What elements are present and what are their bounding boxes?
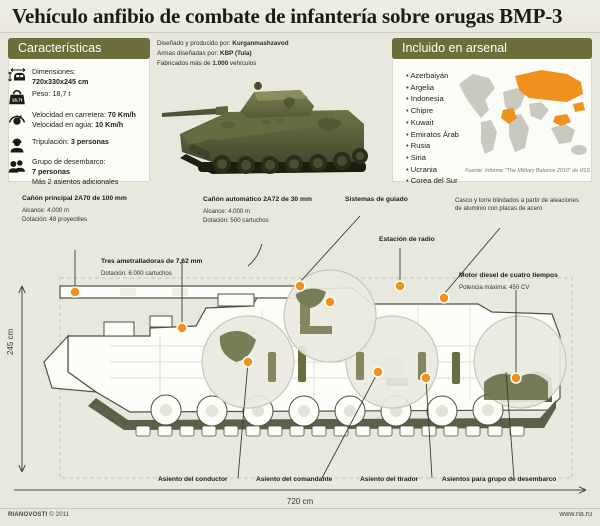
dimensions-icon bbox=[7, 66, 27, 84]
spec-text-dimensions: Dimensiones: 720x330x245 cm bbox=[32, 66, 88, 87]
speed-road-value: 70 Km/h bbox=[107, 110, 136, 119]
spec-row-speed: Velocidad en carretera: 70 Km/h Velocida… bbox=[7, 109, 139, 130]
list-item: Azerbaiyán bbox=[406, 70, 459, 82]
annotation-body: Casco y torre blindados a partir de alea… bbox=[455, 197, 579, 213]
world-map bbox=[455, 58, 591, 162]
list-item: Chipre bbox=[406, 105, 459, 117]
svg-text:18,7t: 18,7t bbox=[12, 97, 23, 102]
annotation-heading: Cañón automático 2A72 de 30 mm bbox=[203, 196, 312, 203]
list-item: Emiratos Árab bbox=[406, 129, 459, 141]
characteristics-heading: Características bbox=[8, 38, 150, 60]
speed-road: Velocidad en carretera: 70 Km/h bbox=[32, 110, 136, 119]
seat-label-troops: Asientos para grupo de desembarco bbox=[442, 476, 557, 483]
crew-label: Tripulación: 3 personas bbox=[32, 137, 109, 146]
page-title: Vehículo anfibio de combate de infanterí… bbox=[12, 4, 563, 28]
spec-row-weight: 18,7t Peso: 18,7 t bbox=[7, 88, 139, 106]
spec-label: Dimensiones: bbox=[32, 67, 76, 76]
production-credits: Diseñado y producido por: Kurganmashzavo… bbox=[157, 39, 327, 68]
spec-text-troops: Grupo de desembarco: 7 personas Más 2 as… bbox=[32, 156, 118, 187]
list-item: Argelia bbox=[406, 82, 459, 94]
credit-label-producer: Diseñado y producido por: bbox=[157, 40, 231, 47]
credit-tail-units: vehículos bbox=[229, 59, 257, 67]
spec-row-troops: Grupo de desembarco: 7 personas Más 2 as… bbox=[7, 156, 139, 187]
annotation-diesel-engine: Motor diesel de cuatro tiempos Potencia … bbox=[459, 272, 591, 293]
title-bar bbox=[0, 0, 600, 33]
credit-value-producer: Kurganmashzavod bbox=[232, 40, 289, 47]
troops-icon bbox=[7, 156, 27, 174]
list-item: Siria bbox=[406, 152, 459, 164]
spec-text-weight: Peso: 18,7 t bbox=[32, 88, 70, 99]
website-url[interactable]: www.ria.ru bbox=[559, 511, 592, 518]
annotation-machine-guns: Tres ametralladoras de 7,62 mm Dotación:… bbox=[101, 258, 251, 279]
crew-person-icon bbox=[7, 136, 27, 154]
annotation-radio-station: Estación de radio bbox=[379, 236, 489, 244]
spec-label: Peso: 18,7 t bbox=[32, 89, 71, 98]
speed-water: Velocidad en agua: 10 Km/h bbox=[32, 119, 124, 129]
annotation-guidance-systems: Sistemas de guiado bbox=[345, 196, 455, 204]
arsenal-heading: Incluido en arsenal bbox=[392, 38, 592, 60]
spec-row-crew: Tripulación: 3 personas bbox=[7, 136, 139, 154]
speed-water-value: 10 Km/h bbox=[95, 119, 124, 129]
troops-extra: Más 2 asientos adicionales bbox=[32, 176, 119, 186]
annotation-main-cannon: Cañón principal 2A70 de 100 mm Alcance: … bbox=[22, 195, 172, 224]
credit-label-units: Fabricados más de bbox=[157, 59, 211, 67]
annotation-heading: Tres ametralladoras de 7,62 mm bbox=[101, 258, 203, 265]
arsenal-country-list: Azerbaiyán Argelia Indonesia Chipre Kuwa… bbox=[406, 70, 459, 187]
dimension-height-label: 245 cm bbox=[6, 328, 15, 355]
annotation-body: Alcance: 4.000 m Dotación: 48 proyectile… bbox=[22, 207, 88, 223]
annotation-body: Dotación: 6.000 cartuchos bbox=[101, 270, 172, 278]
annotation-armor: Casco y torre blindados a partir de alea… bbox=[455, 197, 597, 213]
spec-row-dimensions: Dimensiones: 720x330x245 cm bbox=[7, 66, 139, 87]
brand-logo: RIANOVOSTI © 2011 bbox=[8, 512, 69, 518]
spec-text-crew: Tripulación: 3 personas bbox=[32, 136, 109, 147]
list-item: Indonesia bbox=[406, 93, 459, 105]
characteristics-panel bbox=[8, 52, 150, 182]
annotation-auto-cannon: Cañón automático 2A72 de 30 mm Alcance: … bbox=[203, 196, 353, 225]
footer-divider bbox=[0, 508, 600, 509]
list-item: Ucrania bbox=[406, 164, 459, 176]
speed-gauge-icon bbox=[7, 109, 27, 127]
dimension-length-label: 720 cm bbox=[286, 497, 314, 506]
credit-label-weapons: Armas diseñadas por: bbox=[157, 49, 219, 57]
annotation-heading: Motor diesel de cuatro tiempos bbox=[459, 272, 558, 279]
seat-label-commander: Asiento del comandante bbox=[256, 476, 333, 483]
list-item: Corea del Sur bbox=[406, 175, 459, 187]
list-item: Kuwait bbox=[406, 117, 459, 129]
brand-copyright: © 2011 bbox=[49, 512, 70, 518]
troops-value: 7 personas bbox=[32, 166, 70, 176]
spec-value: 720x330x245 cm bbox=[32, 76, 89, 86]
annotation-heading: Estación de radio bbox=[379, 236, 435, 243]
seat-label-gunner: Asiento del tirador bbox=[360, 476, 419, 483]
crew-value: 3 personas bbox=[70, 137, 109, 146]
annotation-heading: Cañón principal 2A70 de 100 mm bbox=[22, 195, 127, 202]
arsenal-source: Fuente: Informe "The Military Balance 20… bbox=[465, 168, 590, 174]
tank-photo bbox=[158, 72, 382, 184]
weight-icon: 18,7t bbox=[7, 88, 27, 106]
spec-text-speed: Velocidad en carretera: 70 Km/h Velocida… bbox=[32, 109, 136, 130]
troops-label: Grupo de desembarco: bbox=[32, 157, 106, 166]
annotation-heading: Sistemas de guiado bbox=[345, 196, 408, 203]
credit-value-weapons: KBP (Tula) bbox=[220, 49, 252, 57]
brand-name: RIANOVOSTI bbox=[8, 512, 48, 518]
seat-label-driver: Asiento del conductor bbox=[158, 476, 228, 483]
vehicle-cutaway-diagram bbox=[14, 215, 587, 494]
annotation-body: Alcance: 4.000 m Dotación: 500 cartuchos bbox=[203, 208, 269, 224]
credit-value-units: 1.000 bbox=[212, 59, 229, 67]
list-item: Rusia bbox=[406, 140, 459, 152]
annotation-body: Potencia máxima: 450 CV bbox=[459, 284, 530, 292]
